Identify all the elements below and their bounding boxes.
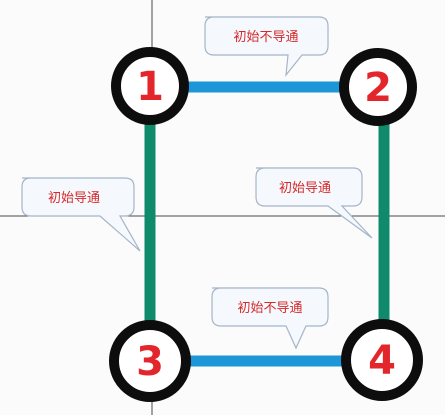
- node-1: 1: [111, 47, 189, 125]
- callout-bubble: [204, 16, 329, 77]
- node-ring: [109, 320, 191, 402]
- node-3: 3: [109, 320, 191, 402]
- callout-text: 初始不导通: [233, 30, 298, 45]
- node-2: 2: [339, 48, 417, 126]
- callout-bubble: [211, 287, 329, 350]
- node-4: 4: [341, 319, 423, 401]
- node-label: 1: [136, 64, 164, 110]
- callout-text: 初始导通: [279, 181, 331, 196]
- node-ring: [341, 319, 423, 401]
- node-label: 3: [136, 339, 164, 385]
- callout-2-4: 初始导通: [255, 167, 373, 239]
- callout-text: 初始不导通: [237, 301, 302, 316]
- callout-1-3: 初始导通: [21, 177, 141, 252]
- edge-layer: [144, 81, 390, 367]
- callout-1-2: 初始不导通: [204, 16, 329, 77]
- callout-text: 初始导通: [48, 191, 100, 206]
- node-ring: [339, 48, 417, 126]
- node-label: 4: [368, 338, 396, 384]
- node-ring: [111, 47, 189, 125]
- callout-bubble: [255, 167, 373, 239]
- callout-bubble: [21, 177, 141, 252]
- node-label: 2: [364, 65, 392, 111]
- callout-3-4: 初始不导通: [211, 287, 329, 350]
